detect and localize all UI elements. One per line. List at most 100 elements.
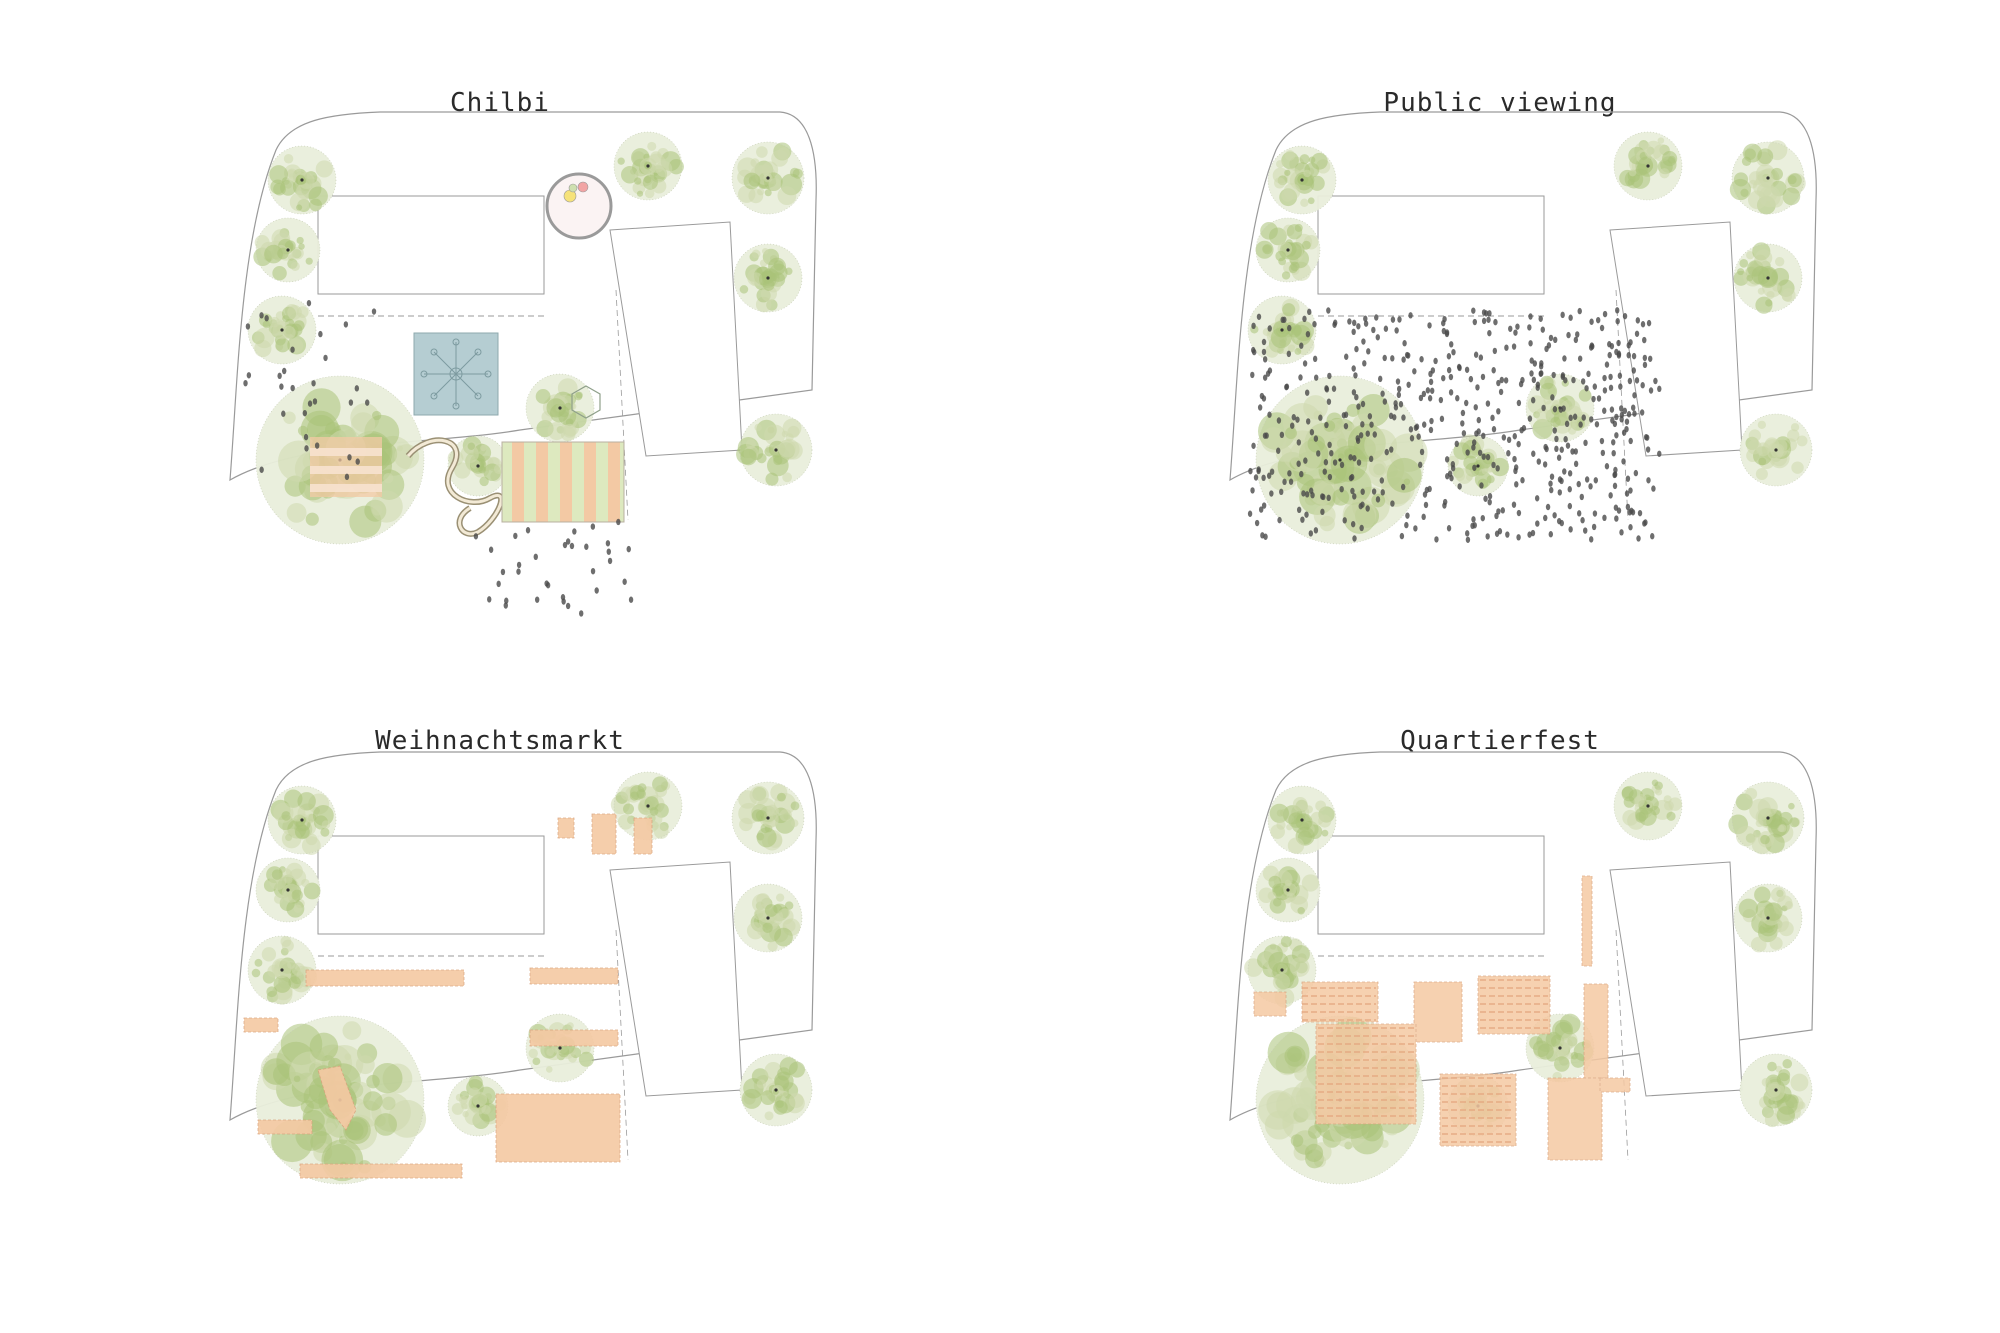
person-icon	[1368, 455, 1374, 463]
person-icon	[1480, 373, 1486, 381]
person-icon	[1323, 459, 1329, 466]
person-icon	[1441, 374, 1446, 382]
person-icon	[1408, 426, 1414, 433]
person-icon	[1512, 433, 1517, 440]
tree-icon	[613, 131, 684, 201]
person-icon	[1545, 503, 1551, 511]
person-icon	[1611, 449, 1616, 457]
person-icon	[1366, 348, 1371, 355]
person-icon	[500, 568, 506, 576]
person-icon	[1481, 317, 1487, 325]
tree-icon	[733, 243, 803, 313]
person-icon	[1265, 370, 1271, 377]
person-icon	[1573, 336, 1579, 344]
person-icon	[1250, 371, 1255, 379]
person-icon	[1448, 389, 1454, 396]
person-icon	[1622, 312, 1628, 320]
person-icon	[1483, 495, 1488, 502]
site-plan-quartierfest	[1229, 751, 1817, 1185]
person-icon	[1577, 307, 1582, 315]
person-icon	[1540, 326, 1545, 333]
person-icon	[1371, 326, 1376, 334]
person-icon	[1251, 442, 1256, 449]
person-icon	[1305, 330, 1311, 338]
person-icon	[1538, 363, 1544, 370]
person-icon	[1615, 318, 1620, 325]
person-icon	[303, 433, 309, 441]
person-icon	[1262, 374, 1268, 381]
person-icon	[1393, 400, 1398, 407]
person-icon	[594, 587, 599, 594]
person-icon	[290, 384, 295, 392]
person-icon	[1261, 348, 1267, 356]
person-icon	[1355, 435, 1360, 442]
person-icon	[516, 568, 521, 575]
person-icon	[1313, 435, 1319, 442]
person-icon	[1261, 474, 1266, 482]
person-icon	[348, 399, 354, 406]
person-icon	[1572, 413, 1578, 420]
person-icon	[1324, 385, 1329, 392]
person-icon	[1250, 487, 1255, 494]
person-icon	[1300, 516, 1305, 523]
person-icon	[1422, 421, 1427, 428]
person-icon	[1611, 439, 1616, 446]
person-icon	[1353, 372, 1358, 379]
person-icon	[282, 367, 287, 375]
person-icon	[1307, 308, 1312, 316]
person-icon	[1604, 463, 1610, 470]
person-icon	[1470, 522, 1475, 530]
tree-icon	[739, 1053, 813, 1127]
person-icon	[1511, 501, 1517, 508]
person-icon	[259, 466, 264, 473]
person-icon	[1371, 488, 1377, 495]
site-plan-weihnachtsmarkt	[229, 751, 817, 1185]
person-icon	[1642, 354, 1648, 362]
person-icon	[1593, 477, 1598, 484]
person-icon	[1341, 412, 1347, 419]
person-icon	[1580, 517, 1585, 524]
person-icon	[1279, 488, 1284, 496]
person-icon	[1287, 470, 1292, 477]
person-icon	[1505, 531, 1510, 538]
person-icon	[1560, 372, 1566, 379]
person-icon	[1284, 383, 1290, 390]
person-icon	[1446, 353, 1452, 360]
person-icon	[1631, 367, 1636, 374]
person-icon	[1354, 345, 1359, 353]
tree-icon	[267, 145, 337, 215]
person-icon	[1614, 515, 1619, 522]
person-icon	[1628, 437, 1633, 445]
person-icon	[1402, 340, 1407, 347]
person-icon	[1594, 421, 1600, 428]
person-icon	[1586, 370, 1591, 378]
person-icon	[1506, 450, 1511, 457]
person-icon	[503, 602, 508, 609]
tree-icon	[1255, 217, 1321, 283]
person-icon	[1480, 514, 1485, 522]
person-icon	[1471, 444, 1476, 451]
person-icon	[1519, 426, 1524, 434]
person-icon	[1472, 464, 1477, 471]
person-icon	[1573, 448, 1578, 455]
person-icon	[1573, 460, 1579, 468]
person-icon	[1380, 390, 1385, 397]
person-icon	[1356, 323, 1361, 330]
person-icon	[1461, 430, 1467, 437]
person-icon	[1475, 384, 1480, 391]
person-icon	[1577, 355, 1583, 362]
person-icon	[1427, 395, 1433, 402]
person-icon	[1247, 510, 1253, 517]
person-icon	[1454, 440, 1459, 448]
person-icon	[1550, 394, 1555, 401]
person-icon	[1632, 392, 1637, 399]
person-icon	[1253, 474, 1259, 481]
person-icon	[1552, 512, 1557, 519]
person-icon	[1352, 319, 1357, 327]
person-icon	[1446, 366, 1452, 374]
person-icon	[1483, 310, 1489, 317]
person-icon	[525, 527, 531, 534]
person-icon	[1360, 421, 1365, 428]
person-icon	[1296, 439, 1302, 446]
person-icon	[1427, 322, 1432, 329]
